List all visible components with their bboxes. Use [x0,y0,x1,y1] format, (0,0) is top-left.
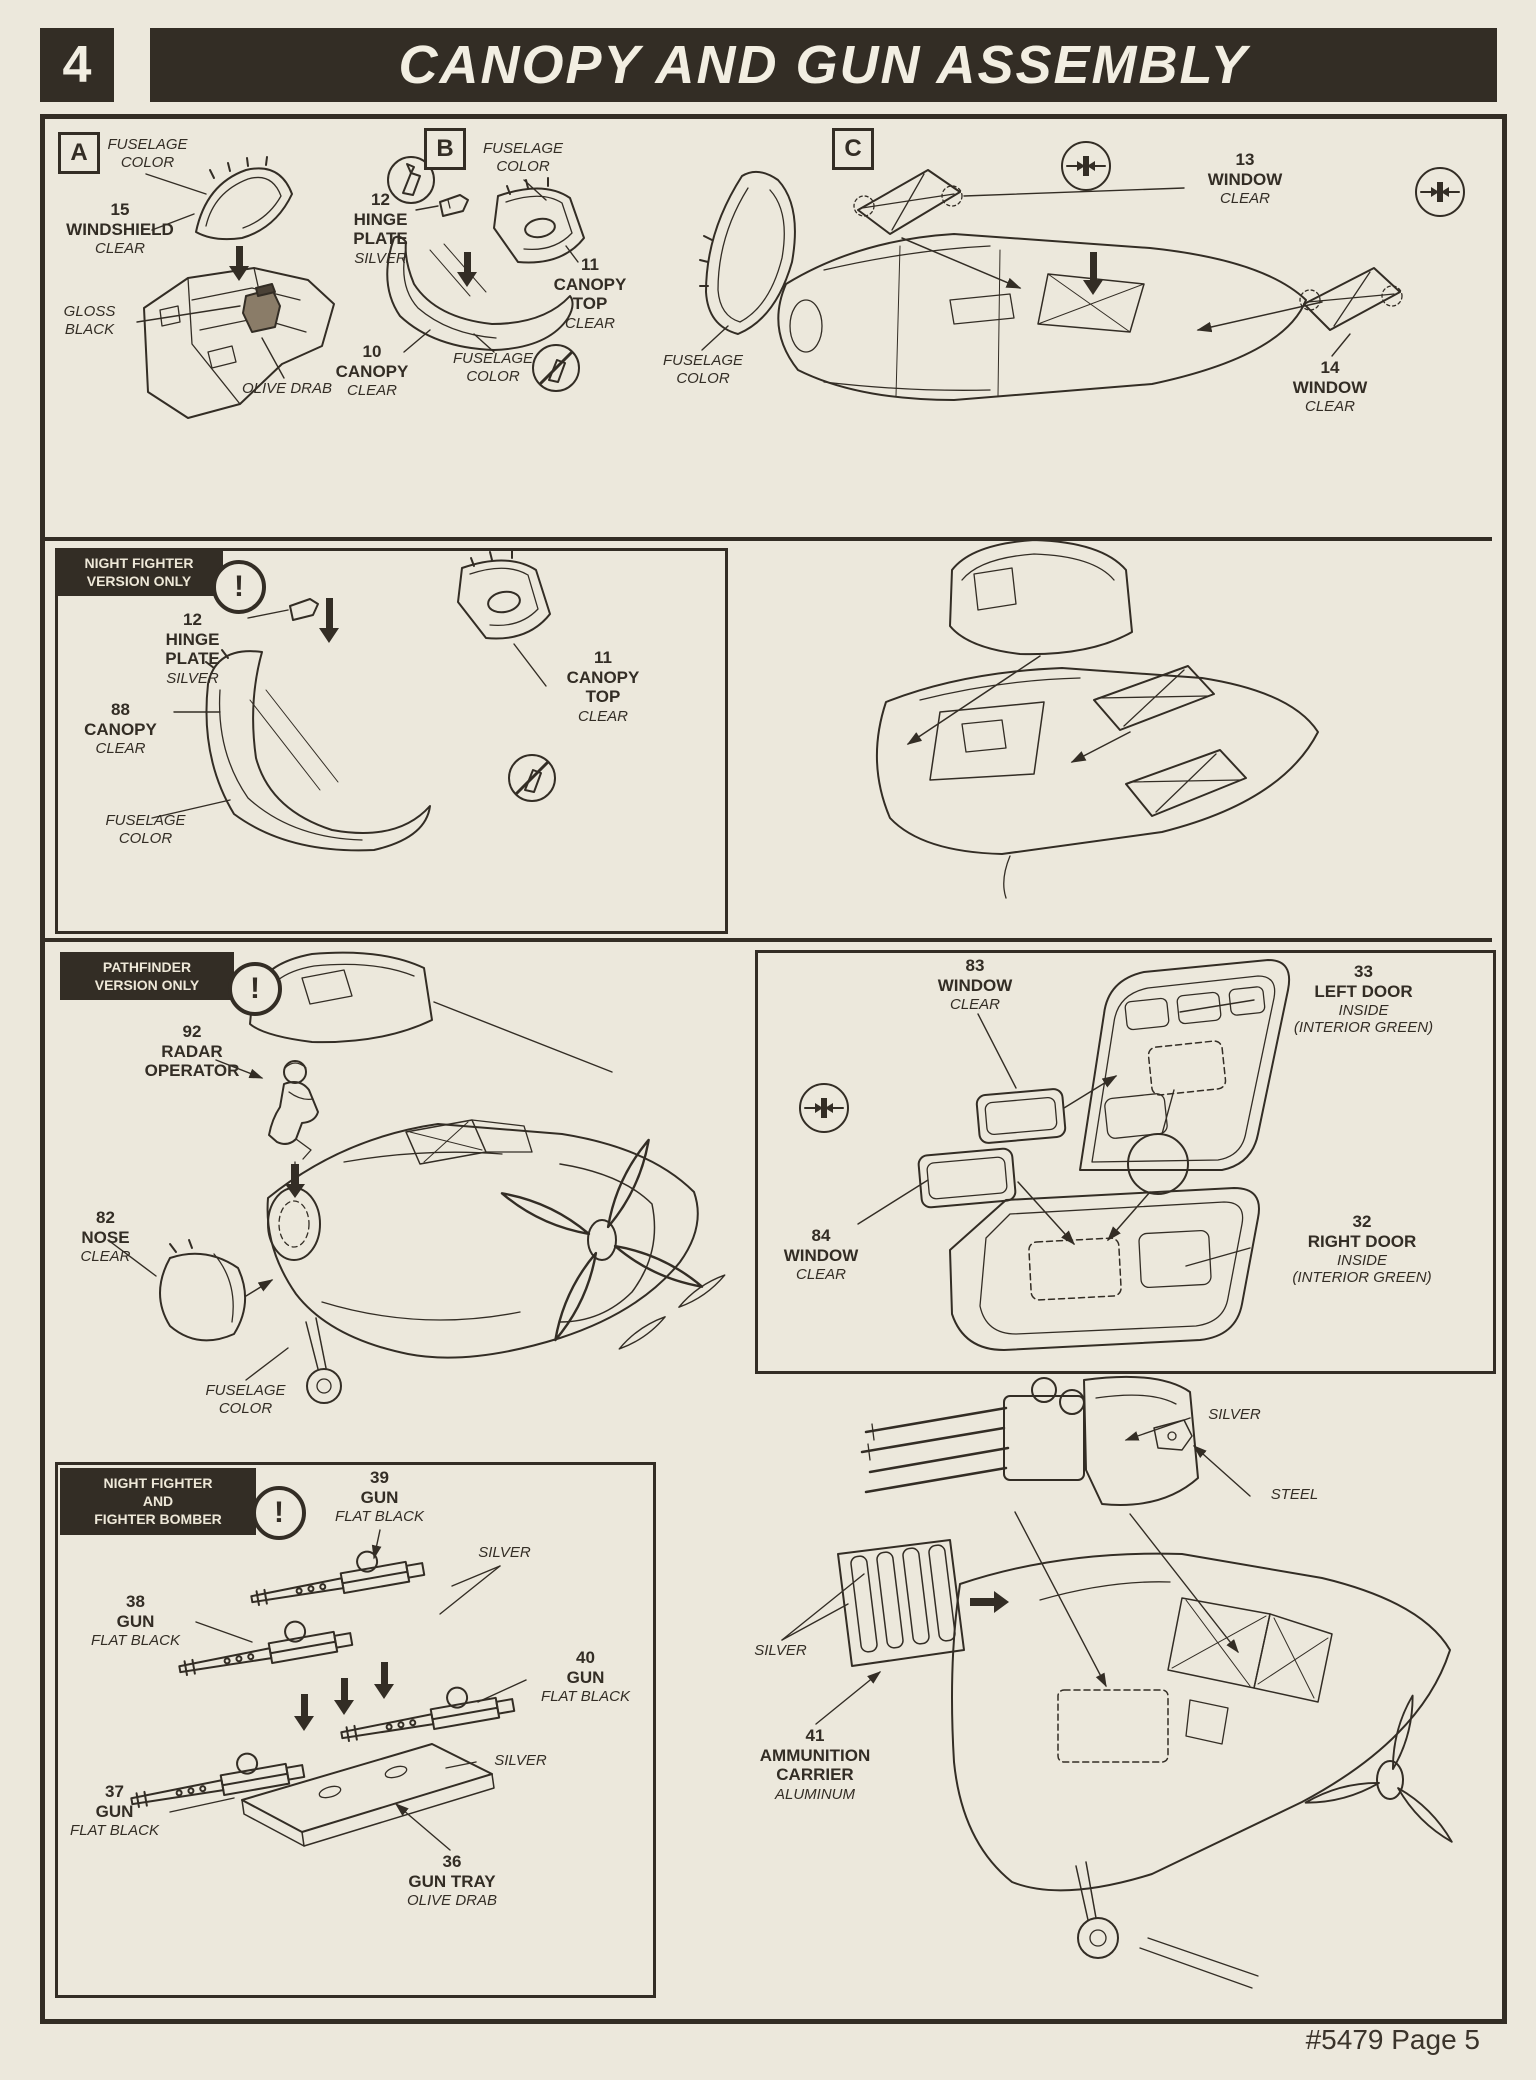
panel-a-windshield-drawing [195,156,293,281]
color-note-fuselage-c: FUSELAGE COLOR [662,352,744,387]
night-fighter-tag: NIGHT FIGHTER VERSION ONLY [55,548,223,597]
attention-icon: ! [212,560,266,614]
right-aircraft-drawing [951,1552,1457,1989]
page-title: CANOPY AND GUN ASSEMBLY [398,35,1249,95]
title-bar: CANOPY AND GUN ASSEMBLY [150,28,1497,102]
pf-aircraft-drawing [266,1119,728,1404]
color-note-fuselage-nf: FUSELAGE COLOR [105,812,186,847]
doors-leaders [857,999,1255,1267]
panel-b-label: B [424,128,466,170]
section-divider [45,537,1492,541]
doors-magnifier [1107,1089,1189,1242]
section-divider [45,938,1492,942]
attention-icon: ! [228,962,282,1016]
pathfinder-tag: PATHFINDER VERSION ONLY [60,952,234,1001]
panel-c-label: C [832,128,874,170]
panel-c-leaders [701,187,1351,357]
color-note-steel: STEEL [1270,1486,1319,1503]
color-note-olive-drab: OLIVE DRAB [241,380,333,397]
ammo-carrier-drawing [837,1539,1009,1667]
nf-assembly-arrow [319,598,339,643]
panel-c-fuselage-drawing [777,233,1323,401]
panel-c-window-14-drawing [1299,267,1403,331]
color-note-fuselage-b-bottom: FUSELAGE COLOR [452,350,534,385]
gun-assembly-drawing [126,1541,516,1847]
pf-leaders [107,1059,289,1381]
color-note-gloss-black: GLOSS BLACK [63,303,116,338]
color-note-silver-guns-top: SILVER [478,1544,531,1561]
window-84-drawing [917,1147,1017,1209]
night-fighter-bomber-tag: NIGHT FIGHTER AND FIGHTER BOMBER [60,1468,256,1535]
nf-hinge-plate-drawing [289,598,319,621]
panel-a-label: A [58,132,100,174]
nf-fuselage-drawing [875,539,1319,899]
nf-canopy-top-drawing [457,549,551,640]
gun-pack-drawing [860,1375,1239,1688]
window-83-drawing [975,1088,1067,1144]
doors-assembly-arrows [1017,1075,1118,1246]
panel-a-cockpit-drawing [143,267,335,419]
nf-canopy-drawing [205,649,431,852]
color-note-silver-right-top: SILVER [1208,1406,1261,1423]
panel-b-leaders [403,179,579,353]
guns-box [55,1462,656,1998]
step-number-box: 4 [40,28,114,102]
color-note-fuselage-pf: FUSELAGE COLOR [205,1382,286,1417]
guns-leaders [169,1529,527,1851]
color-note-fuselage-b-top: FUSELAGE COLOR [482,140,564,175]
night-fighter-box [55,548,728,934]
step-number: 4 [62,36,92,94]
door-32-drawing [949,1187,1260,1351]
attention-icon: ! [252,1486,306,1540]
pf-nose-drawing [159,1239,274,1342]
content-frame [40,114,1507,2024]
page-footer: #5479 Page 5 [1305,2024,1480,2055]
panel-c-canopy-drawing [699,170,796,335]
color-note-fuselage-a: FUSELAGE COLOR [107,136,188,171]
panel-a-leaders [136,173,285,379]
panel-c-window-13-drawing [853,169,963,235]
door-33-drawing [1079,959,1290,1171]
doors-box [755,950,1496,1374]
right-leaders [781,1417,1251,1725]
color-note-silver-guns-bottom: SILVER [494,1752,547,1769]
nf-leaders [151,609,547,819]
color-note-silver-right-left: SILVER [754,1642,807,1659]
